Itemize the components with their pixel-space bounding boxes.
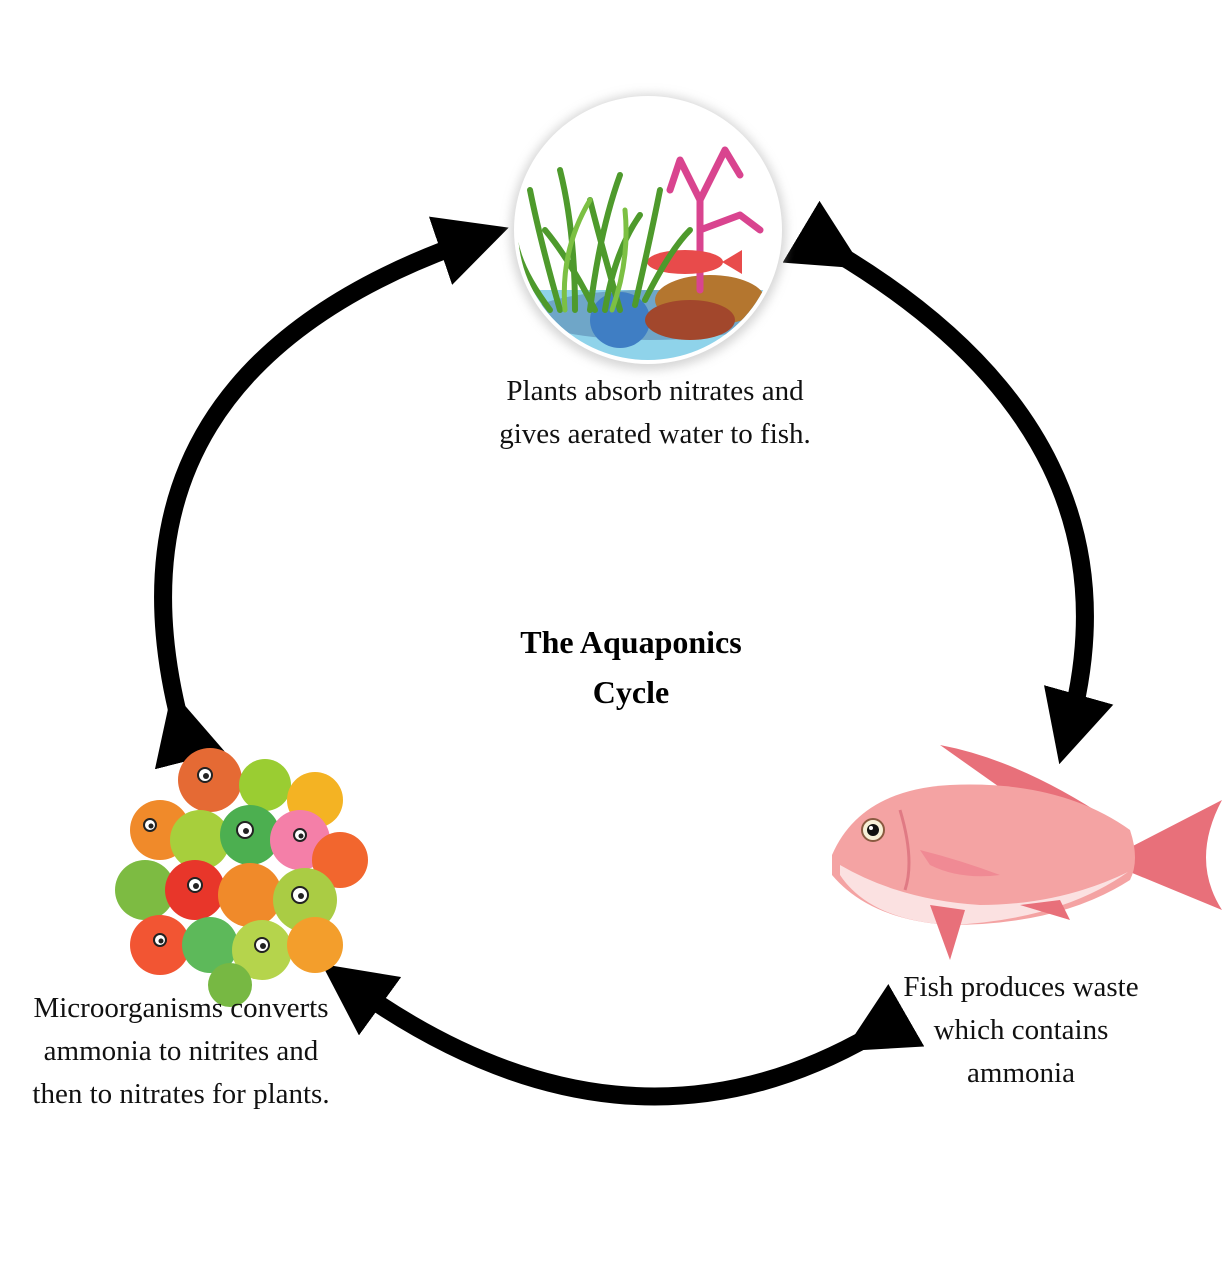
fish-label-line3: ammonia xyxy=(967,1057,1075,1089)
plants-label: Plants absorb nitrates and gives aerated… xyxy=(490,370,820,456)
fish-label-line2: which contains xyxy=(933,1014,1109,1046)
microorganisms-icon xyxy=(115,748,368,1007)
fish-icon xyxy=(832,745,1222,960)
diagram-title: The Aquaponics Cycle xyxy=(500,617,762,717)
arrow-fish-microbes xyxy=(321,964,925,1106)
microbes-label: Microorganisms converts ammonia to nitri… xyxy=(14,987,348,1116)
plants-label-line2: gives aerated water to fish. xyxy=(499,418,811,450)
fish-label-line1: Fish produces waste xyxy=(903,971,1139,1003)
microbes-label-line1: Microorganisms converts xyxy=(33,992,329,1024)
fish-label: Fish produces waste which contains ammon… xyxy=(880,966,1162,1095)
microbes-label-line3: then to nitrates for plants. xyxy=(32,1078,330,1110)
diagram-title-line1: The Aquaponics xyxy=(520,624,742,660)
microbes-label-line2: ammonia to nitrites and xyxy=(43,1035,319,1067)
aquatic-plants-icon xyxy=(510,94,786,370)
arrow-plants-fish xyxy=(782,200,1114,765)
plants-label-line1: Plants absorb nitrates and xyxy=(506,375,804,407)
diagram-title-line2: Cycle xyxy=(592,674,670,710)
arrow-microbes-plants xyxy=(154,216,509,770)
